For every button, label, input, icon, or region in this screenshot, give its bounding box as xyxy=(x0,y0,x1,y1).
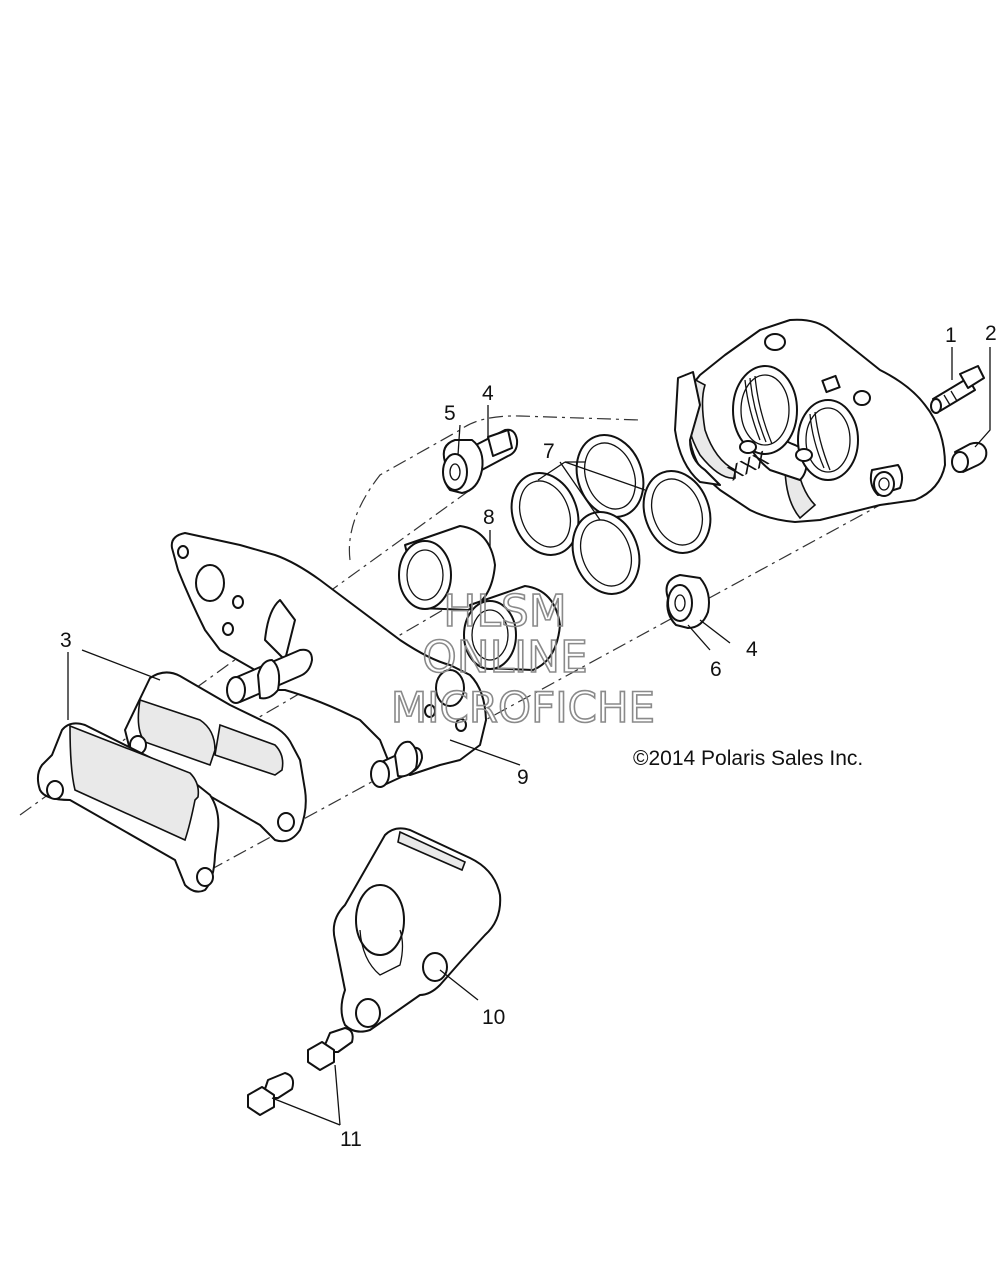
bleeder-screw xyxy=(930,365,985,414)
callout-8: 8 xyxy=(483,506,495,529)
bleeder-cap xyxy=(951,441,988,473)
callout-4-lower: 4 xyxy=(746,638,758,661)
callout-4-upper: 4 xyxy=(482,382,494,405)
callout-1: 1 xyxy=(945,324,957,347)
piston-seal-rings xyxy=(510,434,712,595)
watermark: HLSM ONLINE MICROFICHE xyxy=(390,585,656,733)
callout-10: 10 xyxy=(482,1006,505,1029)
callout-6: 6 xyxy=(710,658,722,681)
watermark-line-3: MICROFICHE xyxy=(391,683,655,732)
slide-pin-boot-upper xyxy=(442,428,519,494)
callout-11: 11 xyxy=(340,1128,362,1151)
callout-3: 3 xyxy=(60,629,72,652)
caliper-pistons xyxy=(398,525,561,671)
caliper-bracket xyxy=(332,827,502,1033)
watermark-line-1: HLSM xyxy=(443,586,567,637)
mounting-bracket xyxy=(170,532,487,788)
callout-7: 7 xyxy=(543,440,555,463)
callout-leaders xyxy=(67,347,991,1126)
callout-9: 9 xyxy=(517,766,529,789)
slide-pin-boot-lower xyxy=(665,574,710,629)
mounting-bolts xyxy=(247,1027,354,1116)
caliper-body: XXX xyxy=(674,318,946,523)
copyright-notice: ©2014 Polaris Sales Inc. xyxy=(633,747,863,770)
callout-5: 5 xyxy=(444,402,456,425)
brake-pads xyxy=(36,671,307,893)
callout-2: 2 xyxy=(985,322,997,345)
callout-numbers: 1 2 3 4 5 7 8 4 6 9 10 11 xyxy=(60,322,997,1151)
watermark-line-2: ONLINE xyxy=(422,632,588,683)
